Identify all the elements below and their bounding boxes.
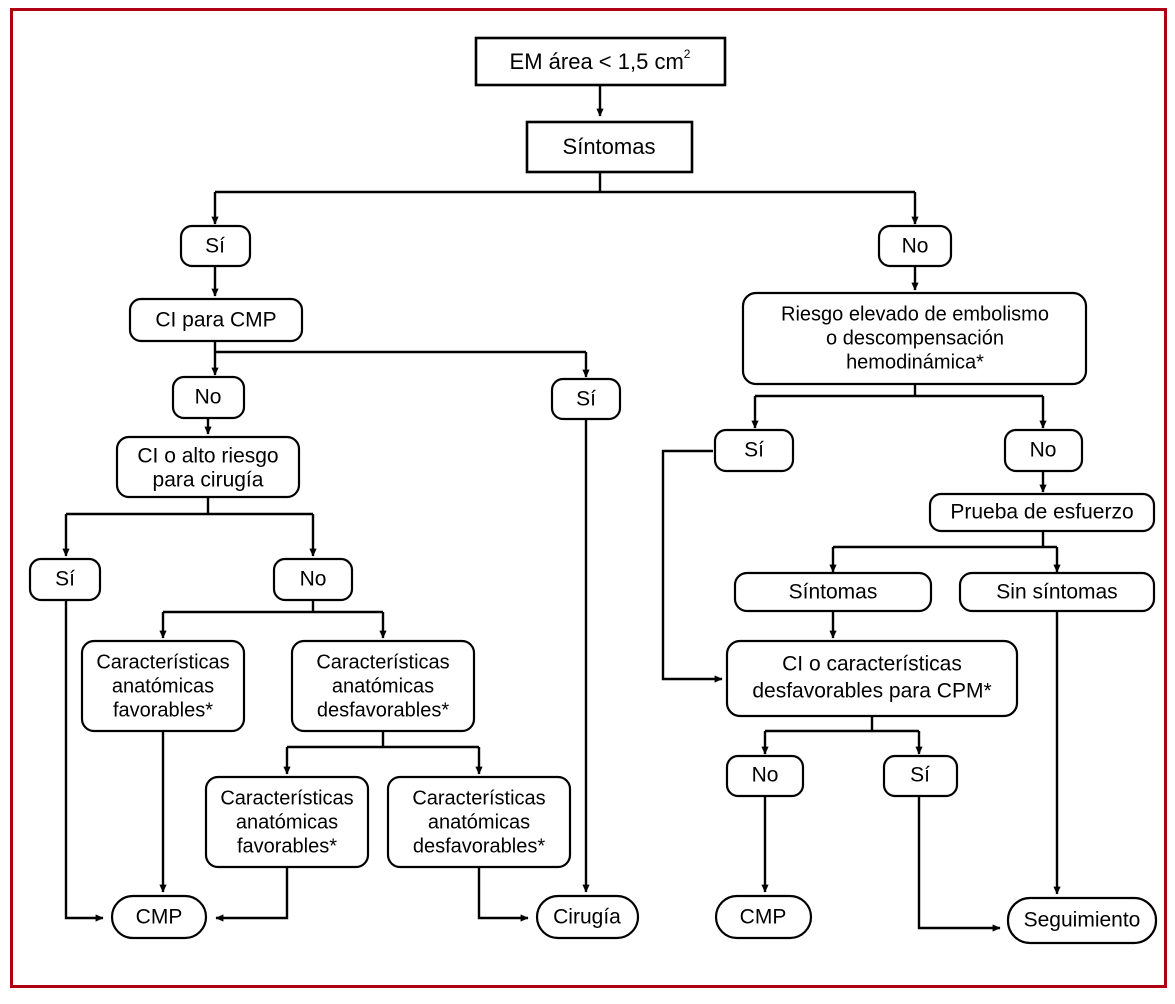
edge-sintomas-split: [215, 172, 915, 194]
node-sintomas-top-label: Síntomas: [563, 134, 656, 159]
edge-si5-to-seguimiento: [917, 795, 1001, 932]
svg-text:EM área < 1,5 cm2: EM área < 1,5 cm2: [510, 47, 691, 74]
node-no-5[interactable]: No: [725, 754, 805, 798]
node-carac-fav-1-line3: favorables*: [113, 699, 213, 721]
node-carac-fav-2-line2: anatómicas: [236, 811, 338, 833]
node-carac-desfav-1-line1: Características: [316, 651, 449, 673]
edge-layer: [62, 85, 1061, 932]
node-carac-desfav-1-line3: desfavorables*: [317, 699, 450, 721]
edge-no3-split: [163, 598, 383, 614]
node-em-area-sup: 2: [684, 47, 691, 61]
node-ci-alto-riesgo-line2: para cirugía: [153, 469, 264, 492]
node-carac-fav-1[interactable]: Características anatómicas favorables*: [80, 639, 246, 733]
edge-desfav1-split: [287, 731, 479, 749]
node-cirugia[interactable]: Cirugía: [535, 894, 640, 940]
edge-si4-to-cicarac: [661, 449, 723, 683]
node-carac-fav-2-line1: Características: [220, 787, 353, 809]
node-si-2-label: Sí: [576, 388, 596, 411]
node-no-2-label: No: [195, 386, 222, 409]
red-frame-border: [10, 8, 1167, 988]
node-si-5-label: Sí: [910, 764, 930, 787]
node-sin-sintomas-label: Sin síntomas: [996, 581, 1117, 604]
node-em-area[interactable]: EM área < 1,5 cm2: [474, 36, 727, 87]
node-em-area-label: EM área < 1,5 cm: [510, 49, 684, 74]
node-si-4-label: Sí: [744, 439, 764, 462]
node-riesgo-elevado-line3: hemodinámica*: [846, 351, 984, 373]
node-cmp-right[interactable]: CMP: [714, 894, 813, 940]
node-si-4[interactable]: Sí: [713, 428, 795, 473]
node-carac-fav-1-line2: anatómicas: [112, 675, 214, 697]
node-riesgo-elevado-line1: Riesgo elevado de embolismo: [781, 303, 1049, 325]
node-ci-para-cmp-label: CI para CMP: [155, 309, 276, 332]
node-no-3-label: No: [300, 568, 327, 591]
node-carac-desfav-2-line2: anatómicas: [428, 811, 530, 833]
node-cmp-left-label: CMP: [136, 906, 183, 929]
node-no-4-label: No: [1030, 439, 1057, 462]
edge-desfav2-to-cirugia: [477, 867, 529, 922]
node-carac-desfav-1-line2: anatómicas: [332, 675, 434, 697]
node-sintomas-right-label: Síntomas: [789, 581, 878, 604]
node-si-3-label: Sí: [55, 568, 75, 591]
edge-prueba-split: [833, 530, 1057, 549]
node-carac-desfav-2[interactable]: Características anatómicas desfavorables…: [386, 775, 572, 869]
node-carac-desfav-1[interactable]: Características anatómicas desfavorables…: [290, 639, 476, 733]
edge-fav2-to-cmp: [215, 867, 289, 922]
node-ci-carac-cpm-line2: desfavorables para CPM*: [752, 680, 991, 703]
node-prueba-esfuerzo-label: Prueba de esfuerzo: [950, 501, 1133, 524]
node-riesgo-elevado[interactable]: Riesgo elevado de embolismo o descompens…: [741, 291, 1088, 386]
node-si-5[interactable]: Sí: [882, 754, 959, 798]
node-cirugia-label: Cirugía: [553, 906, 621, 929]
edge-riesgo-split: [755, 384, 1043, 398]
node-si-2[interactable]: Sí: [550, 377, 622, 421]
node-no-4[interactable]: No: [1003, 428, 1084, 473]
node-si-1-label: Sí: [205, 235, 225, 258]
node-no-5-label: No: [752, 764, 779, 787]
node-cmp-right-label: CMP: [740, 906, 787, 929]
node-sintomas-right[interactable]: Síntomas: [733, 571, 933, 613]
node-ci-carac-cpm[interactable]: CI o características desfavorables para …: [725, 639, 1019, 718]
edge-cicarac-split: [765, 716, 919, 733]
node-cmp-left[interactable]: CMP: [110, 894, 208, 940]
edge-cipara-split: [213, 341, 586, 354]
node-ci-carac-cpm-line1: CI o características: [782, 653, 962, 676]
node-si-3[interactable]: Sí: [28, 557, 102, 602]
node-carac-desfav-2-line1: Características: [412, 787, 545, 809]
node-ci-alto-riesgo-line1: CI o alto riesgo: [137, 445, 278, 468]
node-ci-alto-riesgo[interactable]: CI o alto riesgo para cirugía: [115, 435, 301, 499]
node-carac-fav-2-line3: favorables*: [237, 835, 337, 857]
node-ci-para-cmp[interactable]: CI para CMP: [128, 297, 304, 343]
node-sintomas-top[interactable]: Síntomas: [525, 120, 694, 174]
node-no-3[interactable]: No: [272, 557, 354, 602]
edge-si3-to-cmp: [64, 600, 104, 922]
node-sin-sintomas[interactable]: Sin síntomas: [958, 571, 1156, 613]
node-carac-fav-2[interactable]: Características anatómicas favorables*: [204, 775, 370, 869]
node-no-1-label: No: [902, 235, 929, 258]
node-prueba-esfuerzo[interactable]: Prueba de esfuerzo: [928, 492, 1156, 533]
node-no-2[interactable]: No: [171, 375, 246, 420]
edge-cialto-split: [66, 497, 313, 516]
node-carac-fav-1-line1: Características: [96, 651, 229, 673]
node-carac-desfav-2-line3: desfavorables*: [413, 835, 546, 857]
node-riesgo-elevado-line2: o descompensación: [826, 327, 1004, 349]
node-seguimiento-label: Seguimiento: [1024, 909, 1141, 932]
node-no-1[interactable]: No: [877, 224, 953, 268]
node-seguimiento[interactable]: Seguimiento: [1006, 896, 1158, 945]
node-si-1[interactable]: Sí: [179, 224, 252, 268]
